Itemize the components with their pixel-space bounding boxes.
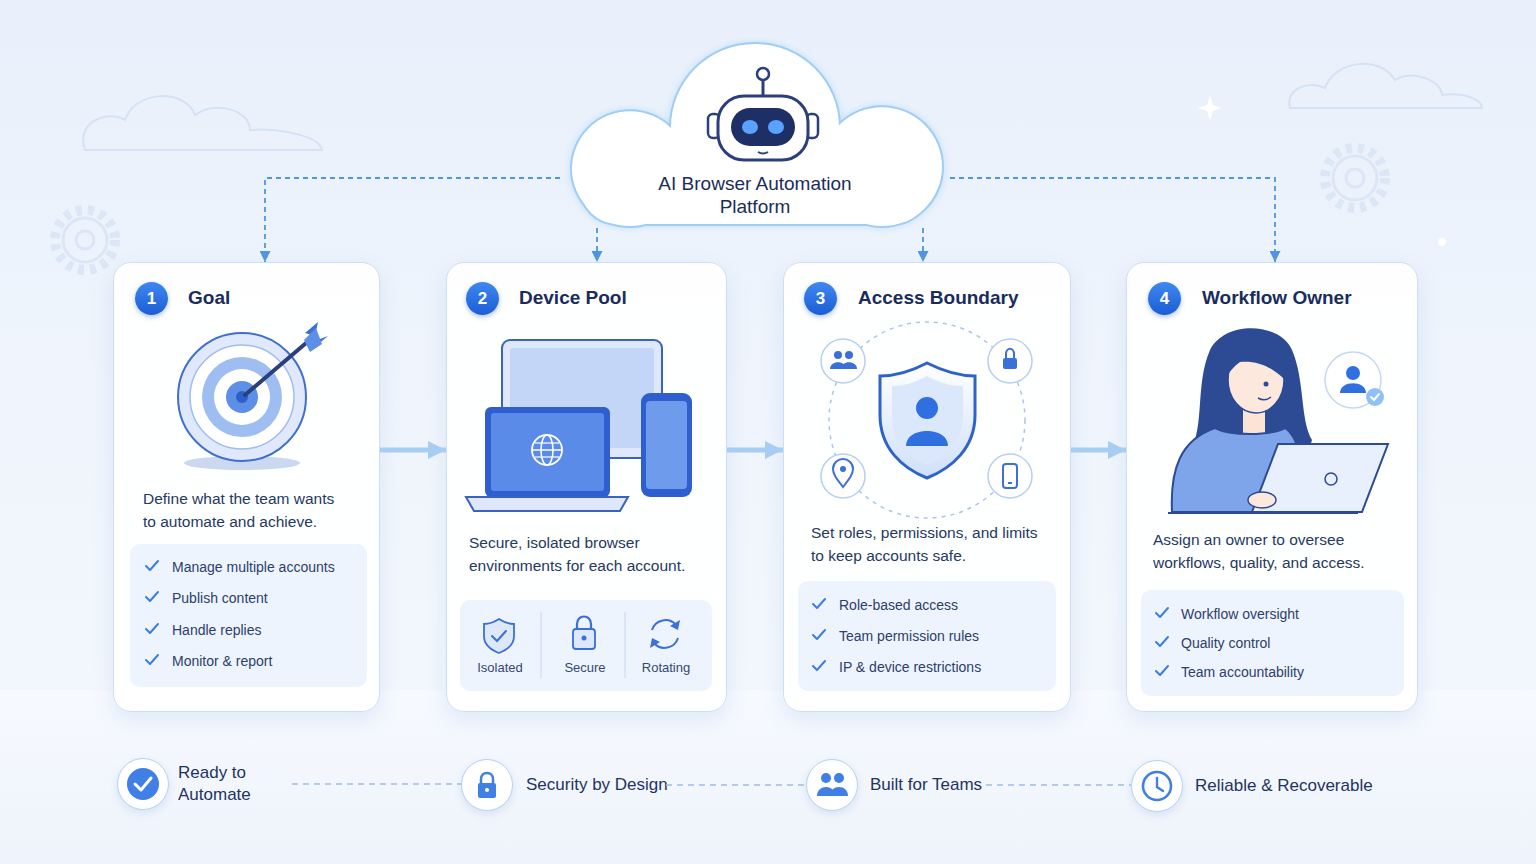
panel-icons <box>484 612 680 678</box>
feature-badge: Ready to Automate <box>117 757 292 811</box>
checklist-item: IP & device restrictions <box>839 657 1049 677</box>
step-number-badge: 4 <box>1148 282 1181 315</box>
icon-ring <box>1131 760 1183 812</box>
devices-illustration <box>466 340 692 511</box>
flow-arrow <box>950 178 1275 262</box>
flow-arrow <box>922 228 924 262</box>
step-heading: Goal <box>188 286 368 310</box>
step-number: 3 <box>804 282 837 315</box>
feature-panel: IsolatedSecureRotating <box>460 600 712 691</box>
step-number: 4 <box>1148 282 1181 315</box>
feature-text: Reliable & Recoverable <box>1195 775 1371 797</box>
step-card: Device PoolSecure, isolated browser envi… <box>446 262 727 712</box>
step-description: Set roles, permissions, and limits to ke… <box>811 521 1046 567</box>
step-description: Assign an owner to oversee workflows, qu… <box>1153 528 1403 574</box>
feature-badge: Security by Design <box>461 758 666 812</box>
flow-arrow <box>265 178 560 262</box>
step-description: Define what the team wants to automate a… <box>143 487 348 533</box>
checklist-panel: Workflow oversightQuality controlTeam ac… <box>1141 590 1404 696</box>
feature-label: Secure <box>543 658 627 678</box>
robot-icon <box>708 68 818 160</box>
step-number-badge: 2 <box>466 282 499 315</box>
access-illustration <box>821 322 1032 518</box>
flow-arrow <box>727 448 783 453</box>
dashed-connector <box>292 783 461 785</box>
floor-band <box>0 690 1536 864</box>
flow-arrow <box>1071 448 1126 453</box>
step-card: GoalDefine what the team wants to automa… <box>113 262 380 712</box>
target-illustration <box>178 322 328 470</box>
checklist-item: Quality control <box>1181 633 1396 653</box>
feature-text: Built for Teams <box>870 774 986 796</box>
icon-ring <box>117 758 169 810</box>
dashed-connector <box>986 784 1131 786</box>
check-marks <box>146 561 1168 675</box>
feature-badge: Built for Teams <box>806 758 986 812</box>
step-description: Secure, isolated browser environments fo… <box>469 531 714 577</box>
step-card: Access BoundarySet roles, permissions, a… <box>783 262 1071 712</box>
checklist-item: Handle replies <box>172 620 362 640</box>
checklist-item: Manage multiple accounts <box>172 557 362 577</box>
flow-arrow <box>380 448 446 453</box>
step-number: 2 <box>466 282 499 315</box>
feature-label: Isolated <box>458 658 542 678</box>
checklist-item: Team permission rules <box>839 626 1049 646</box>
step-heading: Access Boundary <box>858 286 1058 310</box>
feature-label: Rotating <box>624 658 708 678</box>
icon-ring <box>461 759 513 811</box>
dashed-connector <box>666 784 806 786</box>
checklist-item: Team accountability <box>1181 662 1396 682</box>
platform-title: AI Browser Automation Platform <box>640 172 870 218</box>
decor-gears <box>55 148 1385 270</box>
flow-arrow <box>596 228 598 262</box>
checklist-item: Publish content <box>172 588 362 608</box>
checklist-item: Role-based access <box>839 595 1049 615</box>
step-card: Workflow OwnerAssign an owner to oversee… <box>1126 262 1418 712</box>
checklist-item: Monitor & report <box>172 651 362 671</box>
feature-text: Security by Design <box>526 774 666 796</box>
platform-cloud: AI Browser Automation Platform <box>560 40 950 228</box>
feature-badge: Reliable & Recoverable <box>1131 759 1371 813</box>
sparkle <box>1198 96 1222 120</box>
checklist-panel: Manage multiple accountsPublish contentH… <box>130 544 367 687</box>
step-number-badge: 3 <box>804 282 837 315</box>
sparkle <box>1438 238 1446 246</box>
checklist-panel: Role-based accessTeam permission rulesIP… <box>798 581 1056 691</box>
step-heading: Workflow Owner <box>1202 286 1402 310</box>
owner-illustration <box>1168 328 1388 513</box>
step-number-badge: 1 <box>135 282 168 315</box>
checklist-item: Workflow oversight <box>1181 604 1396 624</box>
step-number: 1 <box>135 282 168 315</box>
icon-ring <box>806 759 858 811</box>
feature-text: Ready to Automate <box>178 762 288 806</box>
step-heading: Device Pool <box>519 286 719 310</box>
feature-icons <box>127 768 1171 800</box>
